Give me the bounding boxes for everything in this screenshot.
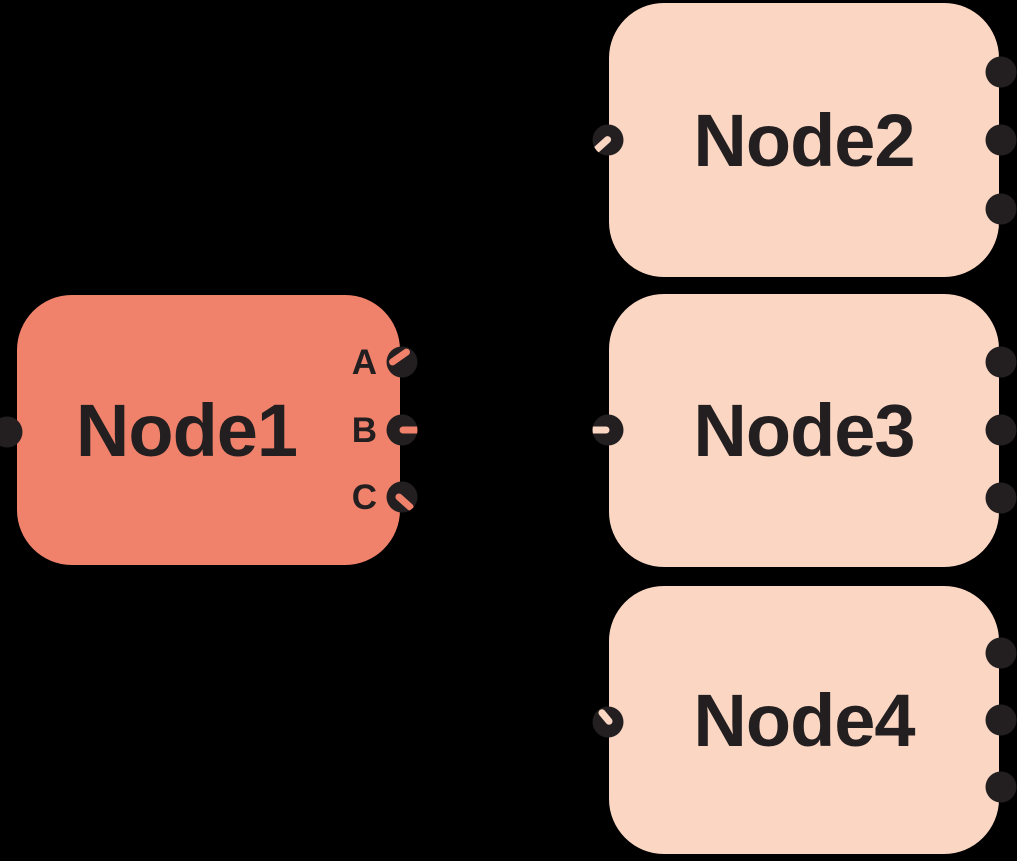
node1-title: Node1 xyxy=(75,388,298,472)
node2-title: Node2 xyxy=(693,98,915,182)
node4-title: Node4 xyxy=(693,678,915,762)
node1-output-port-a-dot[interactable] xyxy=(386,346,418,378)
node1-input-port-dot[interactable] xyxy=(0,416,23,448)
node-node4[interactable]: Node4 xyxy=(609,586,999,854)
node2-output-port-1-dot[interactable] xyxy=(985,56,1017,88)
node3-title: Node3 xyxy=(693,389,915,472)
node4-input-port-dot[interactable] xyxy=(592,706,624,738)
node4-output-port-3-dot[interactable] xyxy=(985,771,1017,803)
node3-output-port-3-dot[interactable] xyxy=(985,482,1017,514)
node-node2[interactable]: Node2 xyxy=(609,3,999,277)
node1-output-port-c-dot[interactable] xyxy=(386,481,418,513)
wire-stub-a xyxy=(387,347,412,367)
node2-output-port-2-dot[interactable] xyxy=(985,124,1017,156)
node4-output-port-1-dot[interactable] xyxy=(985,637,1017,669)
node3-output-port-2-dot[interactable] xyxy=(985,414,1017,446)
wire-stub-c xyxy=(393,492,416,512)
node-node3[interactable]: Node3 xyxy=(609,294,999,567)
node4-output-port-2-dot[interactable] xyxy=(985,704,1017,736)
node3-output-port-1-dot[interactable] xyxy=(985,346,1017,378)
wire-stub-node4-in xyxy=(597,707,614,727)
node1-port-label-b: B xyxy=(351,411,377,450)
node2-output-port-3-dot[interactable] xyxy=(985,193,1017,225)
wire-stub-node3-in xyxy=(592,426,610,434)
node1-output-port-b-dot[interactable] xyxy=(386,414,418,446)
node1-port-label-a: A xyxy=(351,343,377,382)
wire-stub-node2-in xyxy=(592,134,613,156)
wire-stub-b xyxy=(399,426,418,434)
node2-input-port-dot[interactable] xyxy=(592,124,624,156)
node1-port-label-c: C xyxy=(351,478,377,517)
node-node1[interactable]: Node1 A B C xyxy=(17,295,400,565)
node3-input-port-dot[interactable] xyxy=(592,414,624,446)
